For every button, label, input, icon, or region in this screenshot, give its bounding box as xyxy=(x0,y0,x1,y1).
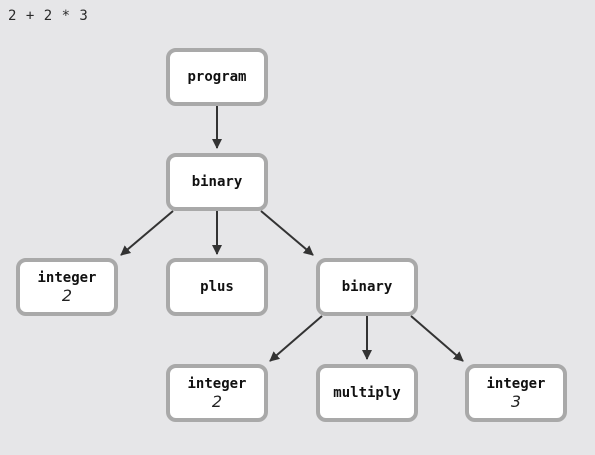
node-binary-2: binary xyxy=(316,258,418,316)
node-integer-2: integer 2 xyxy=(166,364,268,422)
node-label: integer xyxy=(37,269,97,286)
node-label: binary xyxy=(341,278,393,295)
node-multiply: multiply xyxy=(316,364,418,422)
node-label: multiply xyxy=(333,384,401,401)
node-binary: binary xyxy=(166,153,268,211)
node-label: program xyxy=(187,68,247,85)
node-label: integer xyxy=(187,375,247,392)
edge-binary-integer-3 xyxy=(410,315,464,362)
source-expression: 2 + 2 * 3 xyxy=(8,8,89,24)
node-value: 3 xyxy=(510,391,522,411)
node-plus: plus xyxy=(166,258,268,316)
node-program: program xyxy=(166,48,268,106)
node-value: 2 xyxy=(211,391,223,411)
node-value: 2 xyxy=(61,285,73,305)
node-label: plus xyxy=(200,278,234,295)
node-label: binary xyxy=(191,173,243,190)
edge-binary-integer xyxy=(120,210,174,256)
node-label: integer xyxy=(486,375,546,392)
node-integer: integer 2 xyxy=(16,258,118,316)
edge-binary-integer-2 xyxy=(269,315,323,362)
edge-binary-binary xyxy=(260,210,314,256)
node-integer-3: integer 3 xyxy=(465,364,567,422)
